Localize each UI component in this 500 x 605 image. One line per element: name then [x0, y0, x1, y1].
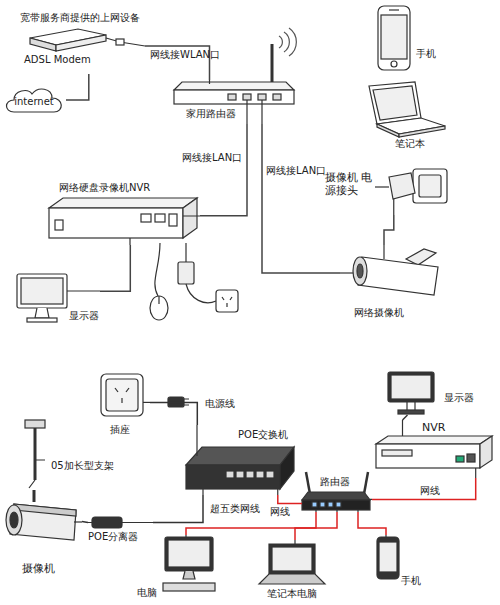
device-label: internet	[2, 96, 66, 108]
wall-socket	[216, 290, 238, 312]
monitor: 显示器	[15, 272, 100, 327]
device-label: 显示器	[444, 392, 474, 404]
power-socket: 插座	[95, 370, 150, 442]
cable-connector	[150, 402, 197, 425]
device-label: POE分离器	[88, 531, 138, 543]
device-label: 网络摄像机	[354, 307, 404, 319]
device-label: 摄像机	[22, 562, 55, 575]
device-label: 笔记本	[395, 138, 425, 150]
router: 路由器	[302, 470, 372, 512]
cable-label: 网线接LAN口	[182, 152, 242, 164]
power-brick	[178, 262, 194, 284]
adsl-modem: 宽带服务商提供的上网设备 ADSL Modem	[20, 12, 145, 74]
poe-splitter: POE分离器	[88, 512, 153, 547]
home-router: 家用路由器	[172, 80, 297, 124]
mobile-phone: 手机	[365, 535, 425, 597]
cable-connector	[278, 495, 302, 504]
wifi-waves	[279, 28, 296, 56]
power-cable	[186, 284, 216, 303]
device-label: POE交换机	[238, 429, 288, 441]
nvr-recorder: 网络硬盘录像机NVR	[45, 180, 200, 245]
internet-cloud: internet	[2, 84, 66, 116]
cable-connector	[384, 215, 394, 245]
cable-connector	[153, 495, 203, 523]
cable-label: 网线接WLAN口	[150, 49, 220, 61]
device-label: 05加长型支架	[51, 460, 114, 472]
cable-connector	[100, 245, 130, 291]
device-label: 摄像机 电源接头	[325, 171, 375, 197]
cable-label: 超五类网线	[210, 503, 260, 515]
device-label: 插座	[110, 424, 130, 436]
camera: 摄像机	[2, 490, 82, 580]
monitor: 显示器	[380, 370, 490, 415]
mobile-phone-art	[370, 2, 450, 80]
cable-connector	[403, 415, 408, 420]
mobile-phone: 手机	[370, 2, 450, 80]
device-label: 显示器	[69, 310, 99, 322]
cable-connector	[82, 522, 88, 523]
power-plug	[168, 397, 184, 407]
poe-switch: POE交换机	[180, 425, 295, 495]
cable-label: 网线	[270, 506, 290, 518]
cable-connector	[372, 478, 476, 499]
device-label: NVR	[422, 421, 445, 434]
nvr-power-cable	[185, 243, 186, 262]
cable-connector	[66, 74, 89, 100]
device-label: 网络硬盘录像机NVR	[59, 182, 150, 194]
device-label: 手机	[416, 48, 436, 60]
socket-hole	[226, 303, 227, 307]
socket-hole	[230, 297, 232, 300]
mobile-phone-art	[365, 535, 425, 597]
device-label: ADSL Modem	[24, 54, 91, 66]
device-label: 家用路由器	[186, 108, 236, 120]
cable-connector	[186, 512, 316, 535]
mouse-button	[158, 296, 159, 304]
mouse	[150, 296, 168, 320]
device-label: 路由器	[320, 476, 350, 488]
cable-label: 网线接LAN口	[266, 165, 326, 177]
cable-connector	[295, 512, 337, 540]
socket-hole	[222, 297, 224, 300]
desktop-computer: 电脑	[135, 535, 220, 603]
cable-connector	[262, 124, 340, 273]
device-label: 宽带服务商提供的上网设备	[20, 12, 140, 24]
network-camera: 网络摄像机	[340, 245, 450, 325]
cable-connector	[358, 512, 386, 535]
mounting-bracket: 05加长型支架	[15, 420, 125, 488]
laptop: 笔记本	[355, 80, 450, 152]
mounting-bracket-art	[15, 420, 125, 488]
device-label: 电脑	[137, 587, 157, 599]
camera-power-adapter: 摄像机 电源接头	[325, 165, 450, 215]
cable-connector	[200, 124, 247, 216]
plug-pins	[184, 399, 189, 405]
nvr-recorder: NVR	[372, 420, 494, 478]
cable-label: 电源线	[205, 398, 235, 410]
mouse-cable	[155, 243, 160, 296]
device-label: 笔记本电脑	[267, 588, 317, 600]
device-label: 手机	[401, 575, 421, 587]
cable-label: 网线	[420, 485, 440, 497]
laptop: 笔记本电脑	[255, 540, 335, 603]
